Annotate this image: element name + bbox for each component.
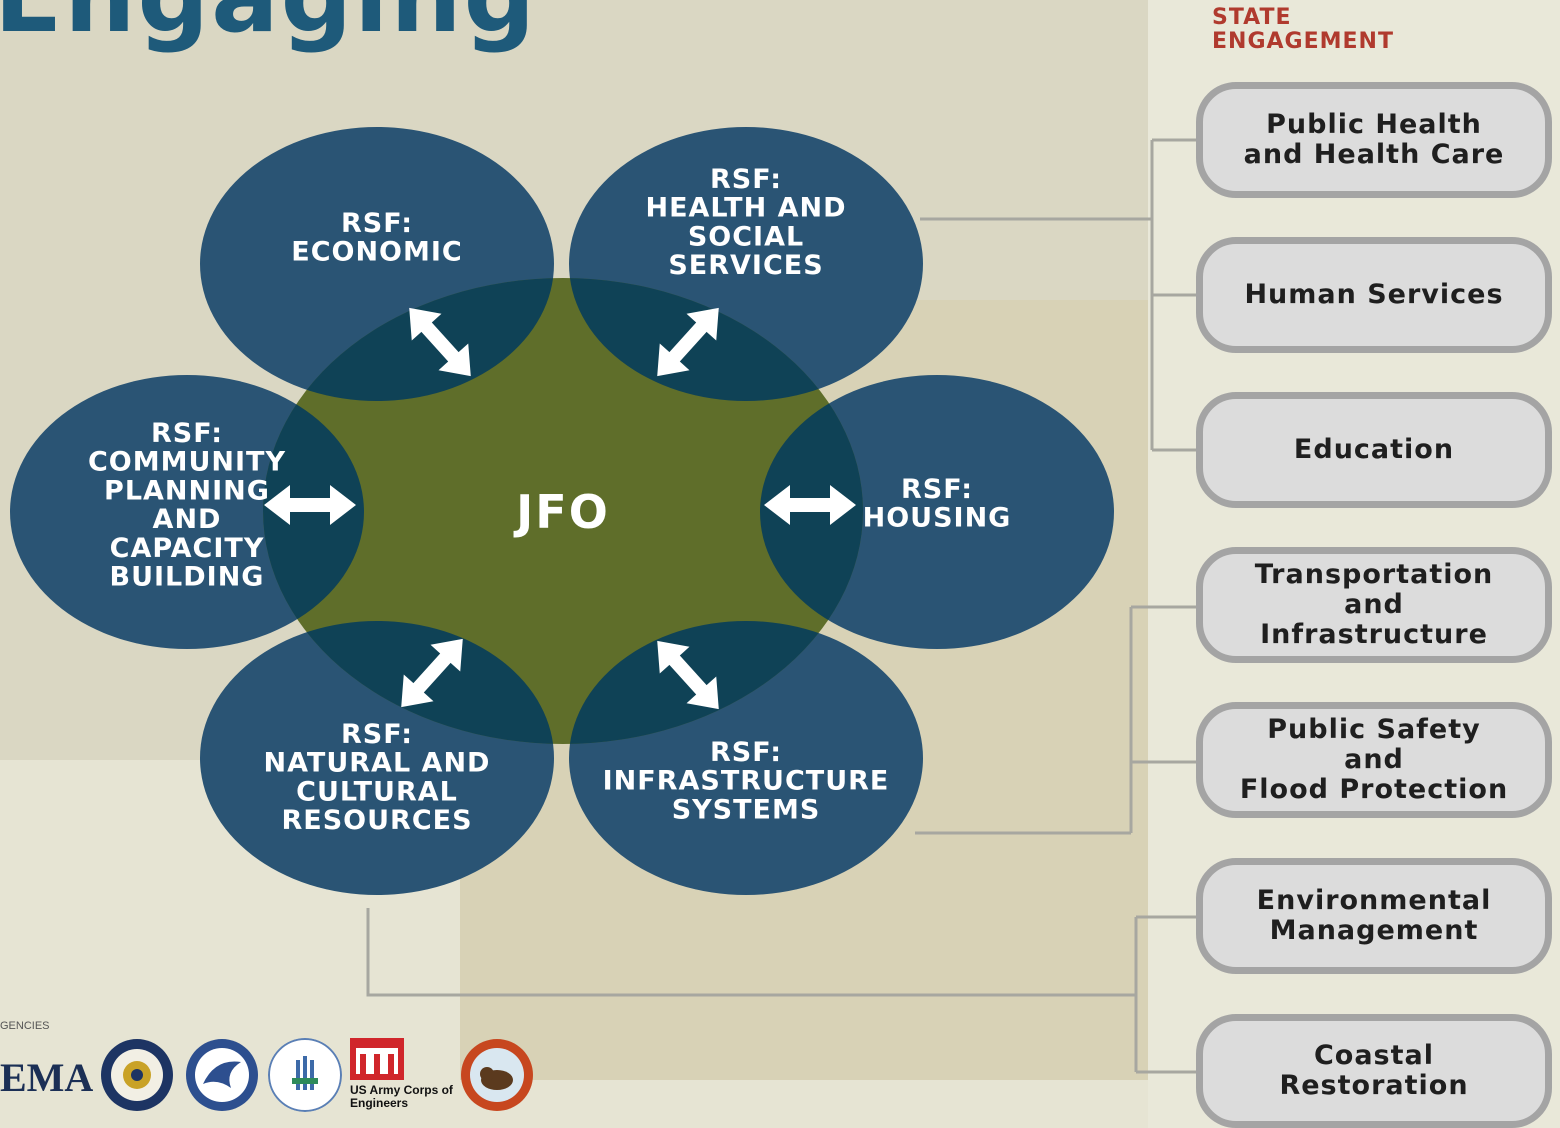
double-arrow-shape [401,638,463,708]
connector-lines [366,138,1198,1074]
rsf-label-economic: RSF:ECONOMIC [291,208,463,268]
rsf-label-line: RSF: [151,418,223,449]
connector-line [366,908,1198,1074]
rsf-label-line: SYSTEMS [672,794,821,825]
rsf-label-line: RSF: [901,474,973,505]
hud-seal-icon [268,1038,342,1112]
double-arrow-shape [264,485,356,525]
rsf-label-line: CAPACITY [110,533,265,564]
state-title-line: STATE [1212,5,1292,30]
usace-logo-text: US Army Corps of Engineers [350,1083,453,1110]
double-arrow-icon [401,638,463,708]
state-item-human-services[interactable]: Human Services [1196,237,1552,353]
double-arrow-shape [409,307,471,377]
double-arrow-icon [657,307,719,377]
state-item-public-safety[interactable]: Public Safety and Flood Protection [1196,702,1552,818]
state-item-label: Human Services [1244,279,1504,310]
connector-line [915,605,1198,835]
rsf-label-line: ECONOMIC [291,237,463,268]
rsf-label-line: SOCIAL [688,221,804,252]
rsf-label-line: RSF: [710,164,782,195]
state-engagement-title: STATE ENGAGEMENT [1212,6,1512,54]
rsf-label-line: BUILDING [110,562,265,593]
double-arrow-icon [764,485,856,525]
double-arrow-icon [657,640,719,710]
diagram-shapes [10,127,1114,895]
state-item-label: Coastal Restoration [1279,1040,1469,1101]
rsf-label-line: AND [153,504,222,535]
fema-logo: EMA [0,1055,94,1100]
double-arrow-shape [657,307,719,377]
state-item-transportation[interactable]: Transportation and Infrastructure [1196,547,1552,663]
rsf-label-line: INFRASTRUCTURE [603,766,890,797]
rsf-label-line: HOUSING [863,503,1012,534]
rsf-label-line: NATURAL AND [264,748,491,779]
rsf-label-line: COMMUNITY [88,447,286,478]
jfo-label: JFO [513,485,610,539]
state-item-label: Transportation and Infrastructure [1254,559,1494,650]
state-item-label: Public Health and Health Care [1243,109,1505,170]
state-item-label: Public Safety and Flood Protection [1239,714,1509,805]
rsf-label-housing: RSF:HOUSING [863,474,1012,534]
agency-logos: EMA US Army Corps of Engineers [0,1032,560,1122]
double-arrow-icon [409,307,471,377]
page-title: Engaging [0,0,537,55]
rsf-label-line: RSF: [710,737,782,768]
hhs-seal-icon [186,1039,258,1111]
rsf-label-line: RSF: [341,719,413,750]
state-item-label: Environmental Management [1256,885,1492,946]
commerce-seal-icon [101,1039,173,1111]
interior-seal-icon [461,1039,533,1111]
rsf-label-line: HEALTH AND [646,193,847,224]
connector-line [920,138,1198,452]
agencies-label: GENCIES [0,1020,50,1032]
overlap-housing [760,375,863,649]
double-arrow-shape [657,640,719,710]
state-item-education[interactable]: Education [1196,392,1552,508]
rsf-label-line: PLANNING [104,475,270,506]
rsf-label-line: SERVICES [668,250,823,281]
state-item-label: Education [1293,434,1455,465]
rsf-label-line: RESOURCES [281,805,472,836]
double-arrow-shape [764,485,856,525]
rsf-label-line: CULTURAL [296,776,458,807]
rsf-circle-community [10,375,364,649]
state-item-environmental[interactable]: Environmental Management [1196,858,1552,974]
usace-castle-icon [350,1038,404,1080]
diagram-arrows [264,307,856,710]
state-item-coastal[interactable]: Coastal Restoration [1196,1014,1552,1128]
state-item-public-health[interactable]: Public Health and Health Care [1196,82,1552,198]
rsf-label-line: RSF: [341,208,413,239]
double-arrow-icon [264,485,356,525]
state-title-line: ENGAGEMENT [1212,29,1394,54]
